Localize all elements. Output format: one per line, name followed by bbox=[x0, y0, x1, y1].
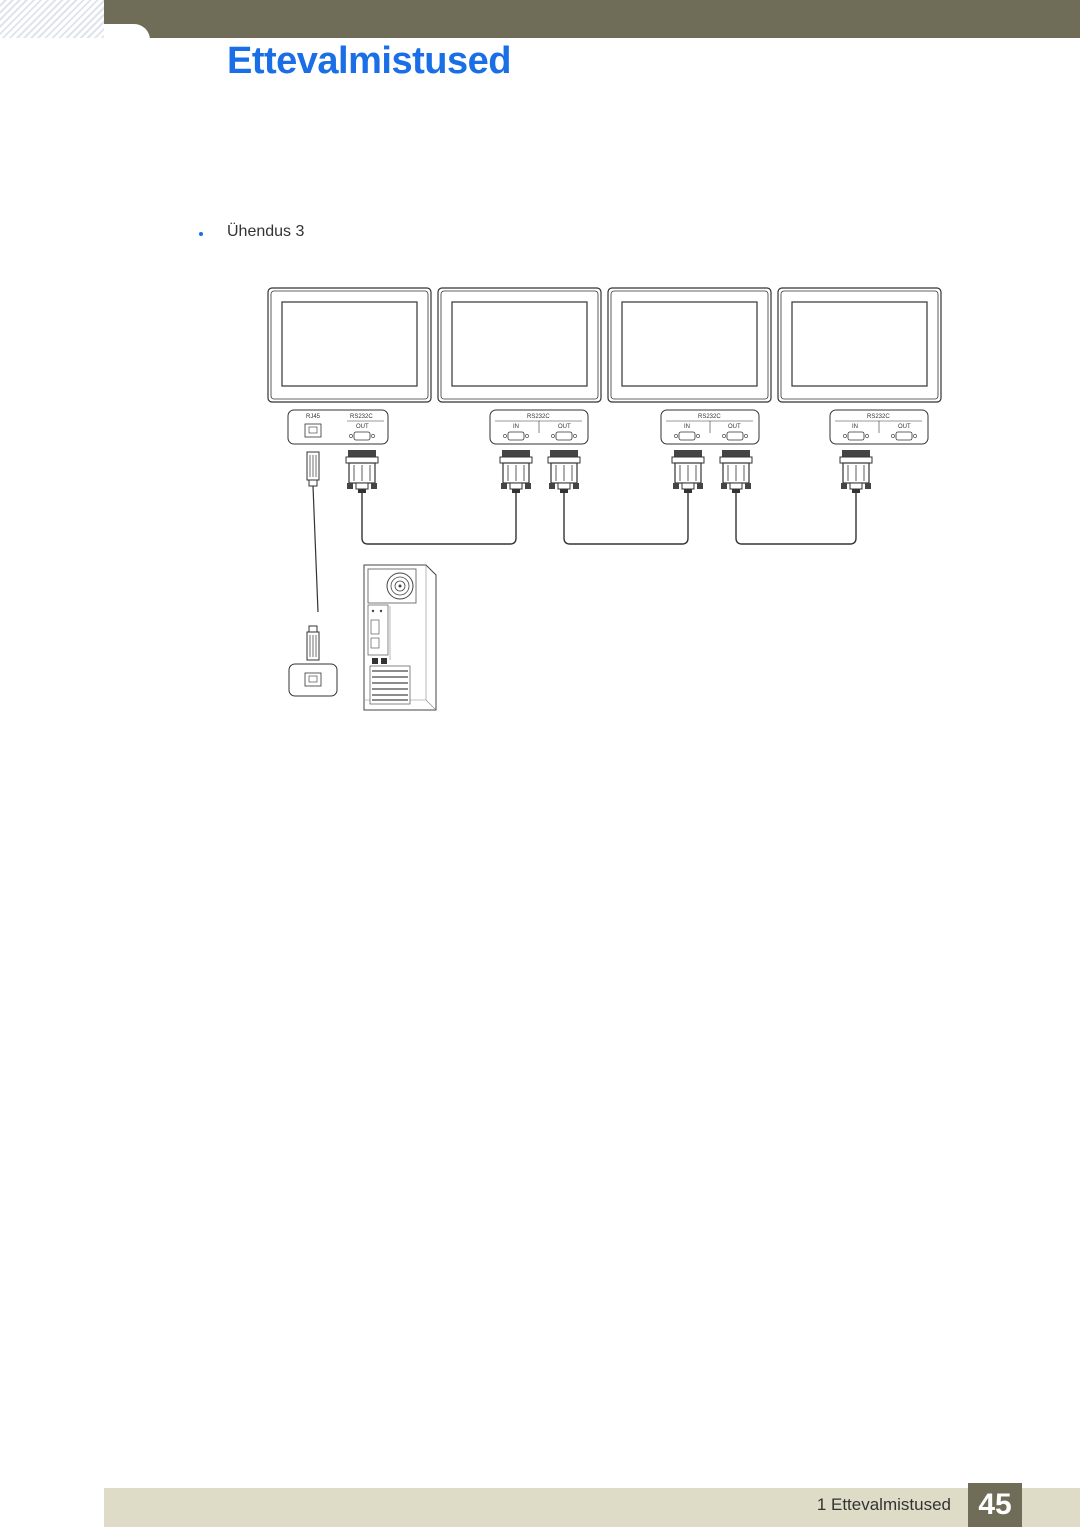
pc-tower-icon bbox=[363, 564, 437, 711]
monitor-3 bbox=[607, 287, 772, 403]
port-panel-1: RJ45 RS232C OUT bbox=[287, 409, 389, 445]
header-bar bbox=[104, 0, 1080, 38]
port-panel-4: RS232C IN OUT bbox=[829, 409, 929, 445]
bullet-icon bbox=[199, 232, 203, 236]
port-label-out: OUT bbox=[728, 424, 741, 430]
monitor-1 bbox=[267, 287, 432, 403]
port-label-rs232c: RS232C bbox=[698, 414, 721, 420]
port-label-in: IN bbox=[852, 424, 858, 430]
bullet-text: Ühendus 3 bbox=[227, 223, 305, 240]
port-label-rs232c: RS232C bbox=[350, 414, 373, 420]
rj45-port-icon bbox=[304, 423, 322, 438]
footer-chapter-label: 1 Ettevalmistused bbox=[816, 1495, 951, 1514]
port-panel-3: RS232C IN OUT bbox=[660, 409, 760, 445]
port-label-out: OUT bbox=[558, 424, 571, 430]
monitor-4 bbox=[777, 287, 942, 403]
monitor-2 bbox=[437, 287, 602, 403]
rs232c-cable-2 bbox=[563, 493, 689, 545]
rj45-cable bbox=[312, 485, 319, 613]
port-label-out: OUT bbox=[898, 424, 911, 430]
rs232c-cable-1 bbox=[361, 493, 517, 545]
footer-bar bbox=[104, 1488, 1080, 1527]
pc-rj45-port-icon bbox=[288, 663, 338, 697]
port-label-out: OUT bbox=[356, 424, 369, 430]
rs232c-cable-3 bbox=[735, 493, 857, 545]
port-label-rs232c: RS232C bbox=[867, 414, 890, 420]
page-title: Ettevalmistused bbox=[227, 40, 511, 82]
chapter-tab bbox=[104, 24, 150, 40]
port-label-rj45: RJ45 bbox=[306, 414, 321, 420]
port-label-rs232c: RS232C bbox=[527, 414, 550, 420]
port-label-in: IN bbox=[684, 424, 690, 430]
port-label-in: IN bbox=[513, 424, 519, 430]
header-hatch-pattern bbox=[0, 0, 104, 38]
port-panel-2: RS232C IN OUT bbox=[489, 409, 589, 445]
page-number: 45 bbox=[968, 1483, 1022, 1527]
